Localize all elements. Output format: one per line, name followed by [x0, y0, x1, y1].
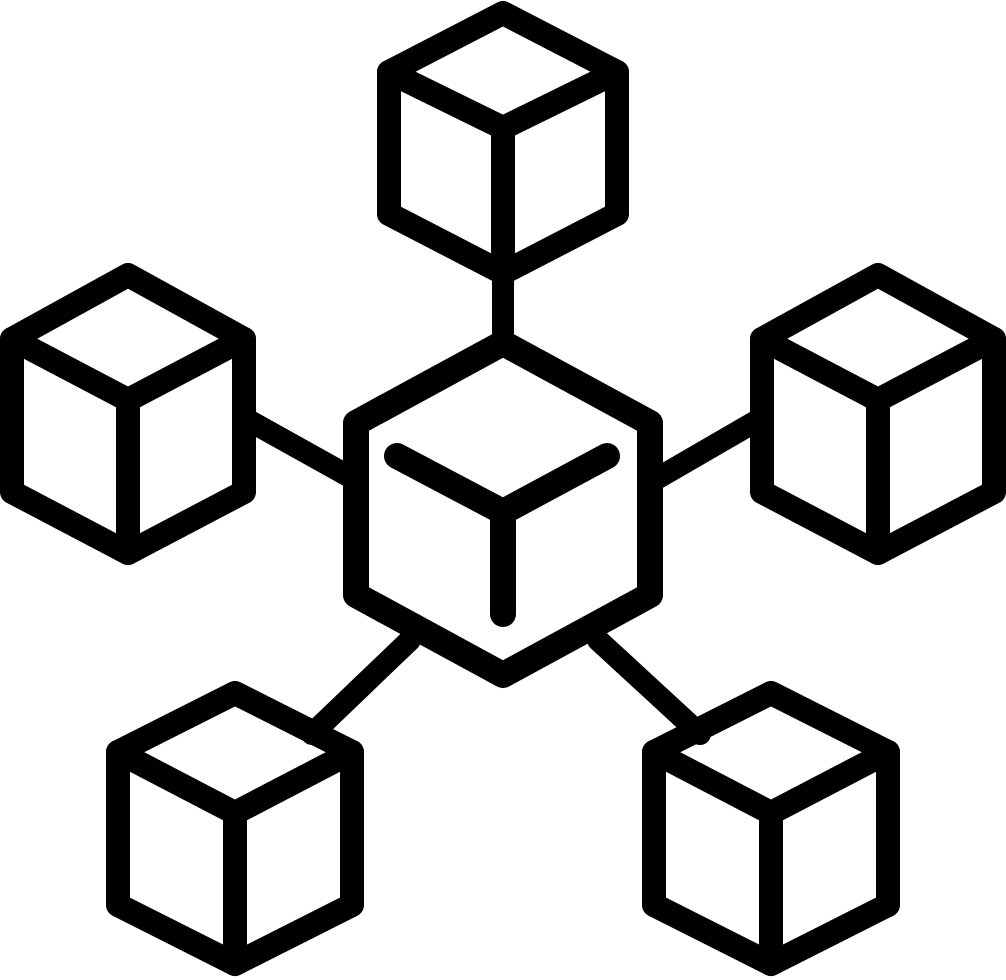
- cube-left-icon: [0, 263, 256, 565]
- cube-top-icon: [377, 1, 629, 285]
- center-hexagon-icon: [343, 330, 663, 688]
- cube-bottom-left-icon: [106, 681, 364, 976]
- center-y-glyph: [384, 443, 620, 627]
- connector-bottom-left: [301, 629, 421, 745]
- cube-bottom-right-icon: [642, 681, 900, 976]
- connector-right: [647, 409, 769, 489]
- cube-right-icon: [750, 263, 1006, 565]
- connector-left: [237, 409, 363, 489]
- connector-bottom-right: [587, 629, 711, 745]
